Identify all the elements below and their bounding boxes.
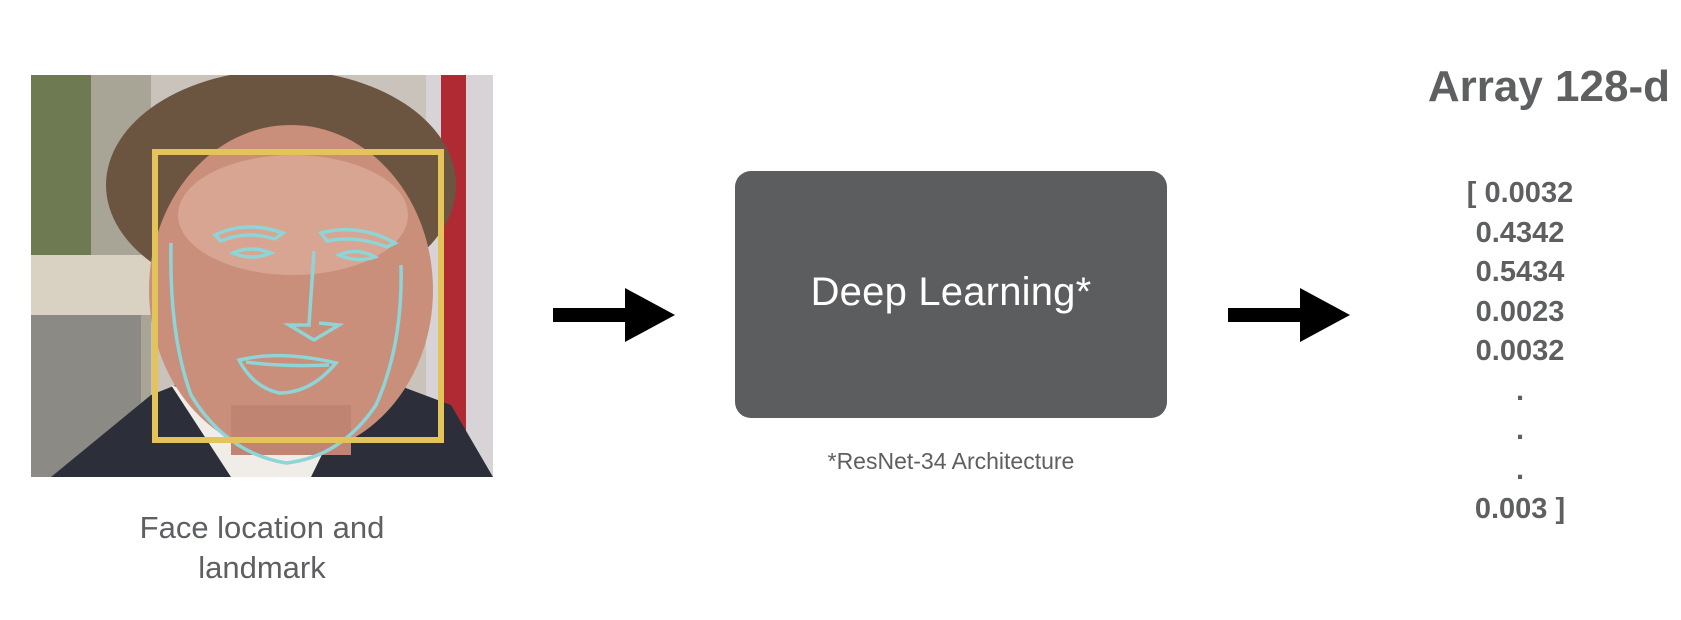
deep-learning-label: Deep Learning* [810, 270, 1092, 314]
architecture-footnote: *ResNet-34 Architecture [827, 448, 1075, 474]
array-value: 0.4342 [1475, 216, 1565, 249]
face-caption-line2: landmark [198, 550, 326, 585]
array-value: 0.5434 [1475, 256, 1565, 288]
face-bounding-box [152, 149, 444, 443]
array-value: 0.0023 [1475, 295, 1565, 328]
array-value: 0.0032 [1475, 335, 1565, 367]
array-ellipsis: . [1515, 453, 1525, 486]
array-ellipsis: . [1515, 414, 1525, 446]
face-caption: Face location and landmark [62, 508, 462, 588]
arrow-right-icon [553, 288, 675, 342]
array-value: 0.003 ] [1474, 493, 1566, 525]
array-values: [ 0.0032 0.4342 0.5434 0.0023 0.0032 . .… [1420, 174, 1620, 530]
face-illustration [31, 75, 493, 477]
array-ellipsis: . [1515, 374, 1525, 407]
array-title: Array 128-d [1427, 62, 1670, 111]
face-photo [31, 75, 493, 477]
arrow-right-icon [1228, 288, 1350, 342]
array-value: [ 0.0032 [1466, 177, 1574, 209]
deep-learning-box: Deep Learning* [735, 171, 1167, 418]
landmark-overlay [169, 225, 403, 465]
face-caption-line1: Face location and [139, 510, 385, 545]
